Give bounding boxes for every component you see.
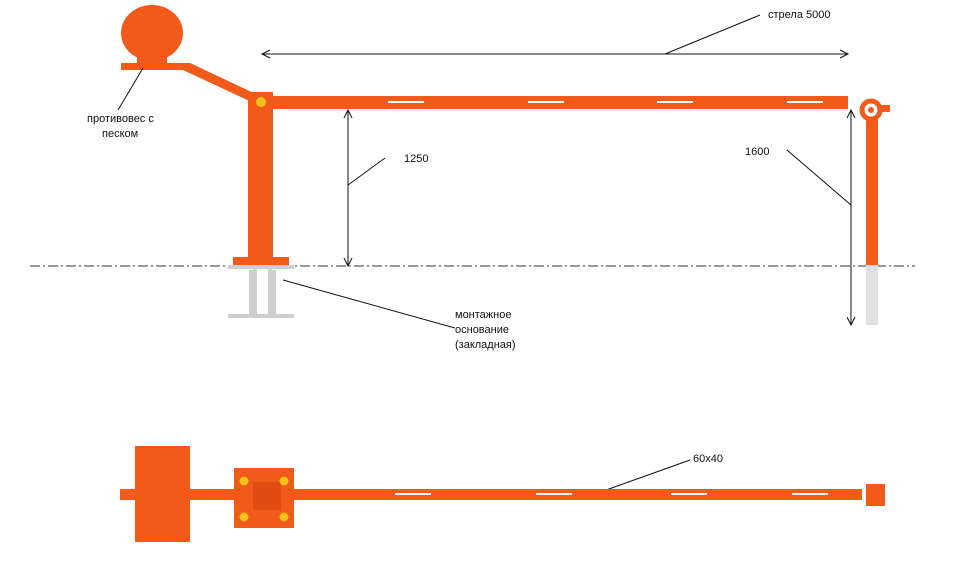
height-1250-label: 1250 [404,153,428,165]
top-counterweight [135,446,190,542]
top-boom-reflectors [395,493,828,495]
pivot-bolt [256,97,266,107]
side-view [121,5,890,325]
counterweight-neck [137,56,167,64]
end-support-cap [880,105,890,112]
counterweight-arm-slope [183,63,260,106]
end-support-eye-center [868,107,874,113]
post-base-plate [233,257,289,265]
height-1600-label: 1600 [745,146,769,158]
boom-length-label: стрела 5000 [768,9,830,21]
end-support-footing [866,265,878,325]
base-label-1: монтажное [455,309,511,321]
top-post [253,482,281,510]
top-plate-bolts [239,476,289,522]
end-support-leg [866,118,878,265]
top-boom [120,489,862,500]
barrier-post [248,92,273,258]
counterweight-arm [121,63,189,70]
counterweight-label-2: песком [102,128,138,140]
base-label-2: основание [455,324,509,336]
dimensions [117,14,856,495]
counterweight-label-1: противовес с [87,113,154,125]
boom-reflectors [388,101,823,103]
base-label-3: (закладная) [455,339,516,351]
profile-label: 60x40 [693,453,723,465]
top-view [120,446,885,542]
top-end-support [866,484,885,506]
embed-mount [228,265,294,318]
counterweight-ball [121,5,183,61]
